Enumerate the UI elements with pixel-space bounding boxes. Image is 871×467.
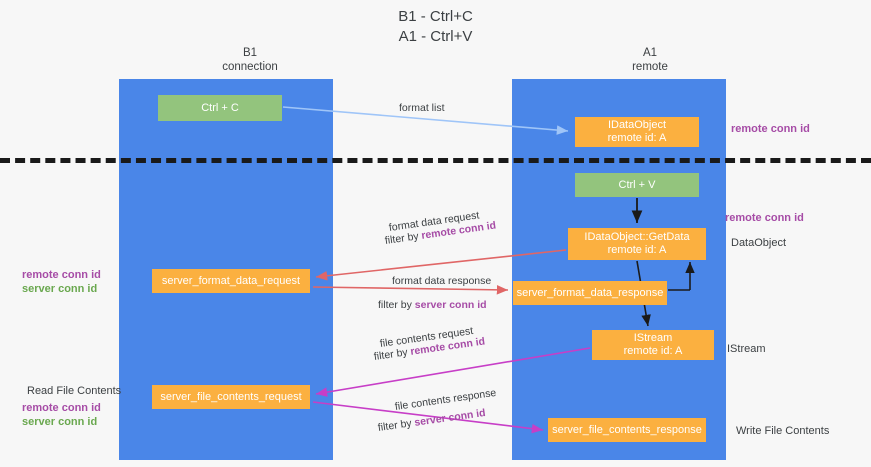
server-conn-id-text: server conn id [414, 299, 487, 311]
annotation-server-conn-id: server conn id [22, 416, 98, 428]
server-conn-id-text: server conn id [413, 406, 487, 429]
filter-by-text: filter by [378, 299, 415, 311]
annotation-conn-ids-bottom: remote conn id server conn id [22, 401, 101, 429]
node-istream[interactable]: IStream remote id: A [592, 330, 714, 360]
annotation-read-file-contents: Read File Contents [27, 385, 122, 397]
edge-label-format-list: format list [399, 102, 445, 114]
diagram-title: B1 - Ctrl+C A1 - Ctrl+V [398, 8, 473, 45]
annotation-write-file-contents: Write File Contents [736, 425, 830, 437]
node-server-file-contents-request[interactable]: server_file_contents_request [152, 385, 310, 409]
node-server-format-data-request[interactable]: server_format_data_request [152, 269, 310, 293]
annotation-remote-conn-id: remote conn id [22, 269, 101, 281]
edge-label-format-data-response: format data response [392, 275, 492, 287]
filter-by-text: filter by [384, 229, 423, 247]
filter-by-text: filter by [377, 416, 416, 434]
annotation-conn-ids-top: remote conn id server conn id [22, 268, 101, 296]
annotation-dataobject: DataObject [731, 237, 787, 249]
node-server-format-data-response[interactable]: server_format_data_response [513, 281, 667, 305]
annotation-remote-conn-id: remote conn id [22, 402, 101, 414]
edge-label-filter-by-server-conn-id-2: filter by server conn id [377, 406, 486, 435]
phase-divider [0, 158, 871, 163]
column-header-b1: B1 connection [222, 47, 278, 73]
annotation-remote-conn-id-top: remote conn id [731, 123, 810, 135]
column-header-a1: A1 remote [632, 47, 668, 73]
node-idataobject[interactable]: IDataObject remote id: A [575, 117, 699, 147]
node-ctrl-c[interactable]: Ctrl + C [158, 95, 282, 121]
annotation-remote-conn-id-mid: remote conn id [725, 212, 804, 224]
annotation-server-conn-id: server conn id [22, 283, 98, 295]
edge-label-filter-by-server-conn-id-1: filter by server conn id [378, 298, 487, 312]
filter-by-text: filter by [373, 345, 412, 363]
node-ctrl-v[interactable]: Ctrl + V [575, 173, 699, 197]
node-server-file-contents-response[interactable]: server_file_contents_response [548, 418, 706, 442]
annotation-istream: IStream [727, 343, 766, 355]
node-idataobject-getdata[interactable]: IDataObject::GetData remote id: A [568, 228, 706, 260]
